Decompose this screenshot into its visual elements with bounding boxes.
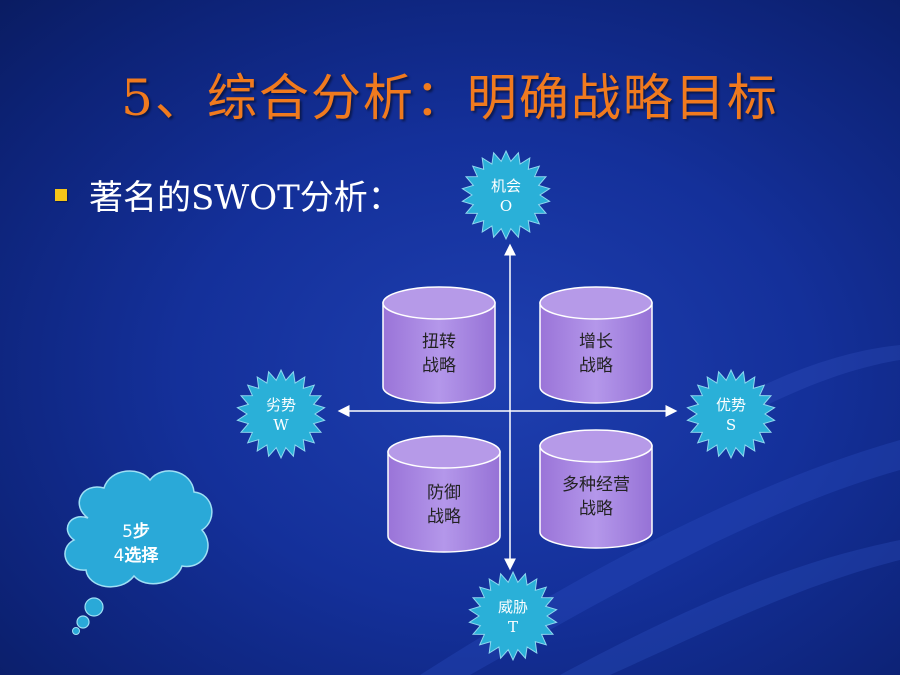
- bullet-text: 著名的SWOT分析：: [89, 178, 402, 218]
- weakness-burst: [236, 368, 326, 460]
- bullet-square-icon: [55, 188, 67, 201]
- growth-strategy-label: 增长战略: [579, 332, 613, 376]
- defensive-strategy-label: 防御战略: [427, 483, 461, 527]
- threat-burst: [468, 570, 558, 662]
- diversification-strategy-label: 多种经营战略: [562, 475, 630, 519]
- cylinder-top-right: [539, 286, 653, 404]
- bullet-item: 著名的SWOT分析：: [55, 170, 402, 219]
- page-title: 5、综合分析：明确战略目标: [121, 69, 779, 127]
- opportunity-burst: [461, 149, 551, 241]
- cylinder-bottom-left: [387, 435, 501, 553]
- thought-cloud: [64, 470, 213, 635]
- cylinder-bottom-right: [539, 429, 653, 549]
- cloud-label: 5步 4选择: [113, 522, 159, 566]
- strength-burst: [686, 368, 776, 460]
- turnaround-strategy-label: 扭转战略: [422, 332, 456, 376]
- cylinder-top-left: [382, 286, 496, 404]
